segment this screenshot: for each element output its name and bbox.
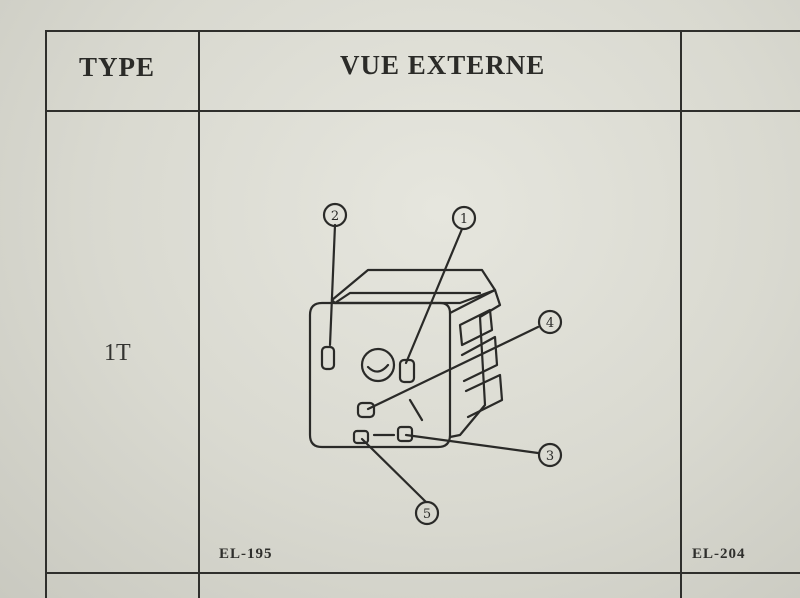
leader-line-1 bbox=[404, 227, 464, 365]
header-vue-externe: VUE EXTERNE bbox=[340, 50, 546, 80]
table-bottom-border bbox=[45, 572, 800, 574]
housing-ledge bbox=[333, 291, 482, 305]
leader-line-3 bbox=[404, 433, 540, 455]
housing-rib-2 bbox=[460, 335, 499, 383]
leader-line-2 bbox=[328, 223, 337, 347]
terminal-3-socket bbox=[396, 425, 414, 443]
callout-label-1: 1 bbox=[460, 212, 468, 227]
housing-side-face bbox=[448, 288, 502, 439]
relay-connector-diagram: 2 1 4 3 5 bbox=[308, 202, 563, 526]
column-divider-2 bbox=[680, 30, 682, 598]
callout-circle-3 bbox=[537, 442, 563, 468]
figure-reference-left: EL-195 bbox=[219, 546, 273, 562]
callout-circle-4 bbox=[537, 309, 563, 335]
central-terminal bbox=[360, 347, 396, 383]
leader-line-4 bbox=[366, 325, 540, 411]
table-left-border bbox=[45, 30, 47, 598]
figure-reference-right: EL-204 bbox=[692, 546, 746, 562]
callout-label-2: 2 bbox=[331, 209, 339, 224]
column-divider-1 bbox=[198, 30, 200, 598]
housing-rib-3 bbox=[464, 373, 504, 419]
terminal-5-socket bbox=[352, 429, 370, 445]
callout-label-3: 3 bbox=[546, 449, 554, 464]
callout-circle-5 bbox=[414, 500, 440, 526]
table-header-divider bbox=[45, 110, 800, 112]
terminal-2-socket bbox=[320, 345, 336, 371]
leader-line-5 bbox=[360, 437, 428, 504]
terminal-4-socket bbox=[356, 401, 376, 419]
table-top-border bbox=[45, 30, 800, 32]
callout-label-4: 4 bbox=[546, 316, 554, 331]
housing-top-face bbox=[330, 268, 497, 305]
callout-circle-2 bbox=[322, 202, 348, 228]
housing-front-face bbox=[308, 301, 452, 449]
header-type: TYPE bbox=[79, 52, 156, 82]
callout-label-5: 5 bbox=[423, 507, 431, 522]
housing-rib-1 bbox=[458, 308, 494, 347]
callout-circle-1 bbox=[451, 205, 477, 231]
type-value: 1T bbox=[104, 340, 131, 366]
